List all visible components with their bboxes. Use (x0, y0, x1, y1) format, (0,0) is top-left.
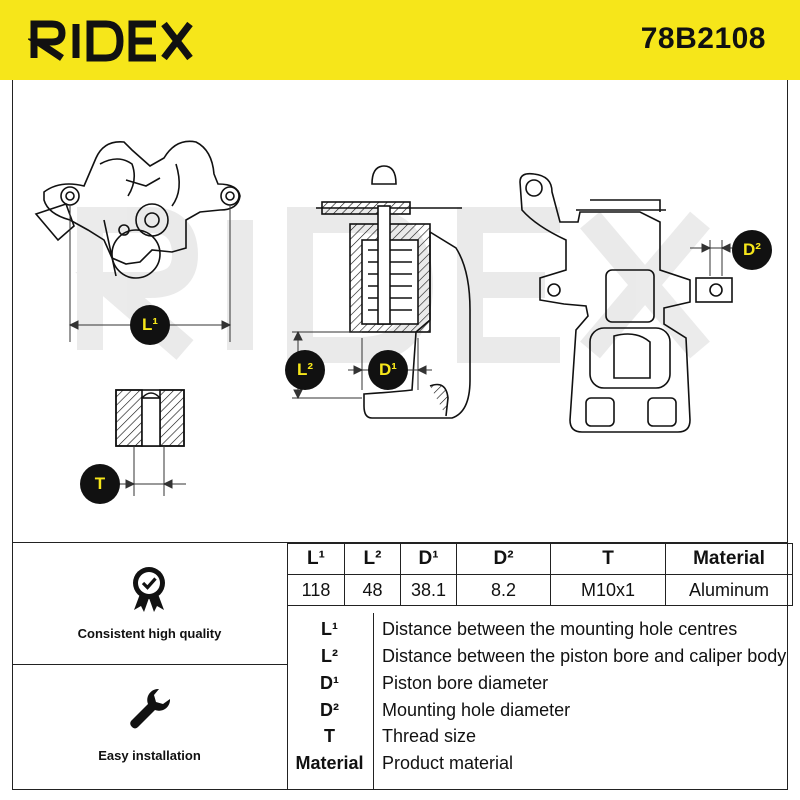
caliper-rear-view (519, 172, 733, 433)
ridex-logo (28, 20, 193, 62)
legend-desc: Thread size (382, 726, 477, 746)
spec-value: 48 (344, 574, 401, 606)
legend-desc: Product material (382, 753, 514, 773)
dimension-t (112, 446, 186, 496)
spec-value: 38.1 (400, 574, 457, 606)
frame-mid-vertical (287, 542, 288, 790)
legend-key: L² (321, 646, 338, 666)
feature-installation-label: Easy installation (98, 748, 201, 763)
frame-right (787, 542, 788, 790)
legend-separator (373, 613, 374, 789)
spec-value: 118 (287, 574, 345, 606)
legend-row: D² Mounting hole diameter (287, 700, 788, 726)
legend-key: D¹ (320, 673, 339, 693)
badge-t: T (80, 464, 120, 504)
feature-divider (12, 664, 287, 665)
quality-badge-icon (133, 567, 165, 612)
spec-header: L¹ (287, 543, 345, 575)
badge-l1: L¹ (130, 305, 170, 345)
spec-value: Aluminum (665, 574, 793, 606)
divider-bottom (12, 789, 788, 790)
frame-left (12, 542, 13, 790)
legend-row: D¹ Piston bore diameter (287, 673, 788, 699)
header-bar: 78B2108 (0, 0, 800, 80)
part-number: 78B2108 (640, 22, 766, 55)
wrench-icon (130, 688, 171, 729)
legend-desc: Distance between the mounting hole centr… (382, 619, 738, 639)
thread-block (115, 389, 185, 447)
legend-desc: Mounting hole diameter (382, 700, 571, 720)
spec-header: T (550, 543, 666, 575)
spec-header: D¹ (400, 543, 457, 575)
legend-key: Material (295, 753, 364, 773)
legend-row: L¹ Distance between the mounting hole ce… (287, 619, 788, 645)
feature-quality-label: Consistent high quality (77, 626, 222, 641)
spec-header: Material (665, 543, 793, 575)
legend-row: T Thread size (287, 726, 788, 752)
legend-key: L¹ (321, 619, 338, 639)
legend: L¹ Distance between the mounting hole ce… (287, 613, 788, 789)
spec-value: 8.2 (456, 574, 551, 606)
spec-header: L² (344, 543, 401, 575)
legend-desc: Distance between the piston bore and cal… (382, 646, 787, 666)
legend-row: L² Distance between the piston bore and … (287, 646, 788, 672)
spec-header-row: L¹ L² D¹ D² T Material (287, 543, 793, 575)
badge-d1: D¹ (368, 350, 408, 390)
legend-row: Material Product material (287, 753, 788, 779)
divider-top (12, 542, 788, 543)
badge-l2: L² (285, 350, 325, 390)
spec-header: D² (456, 543, 551, 575)
dimension-d2 (690, 240, 740, 276)
legend-key: T (324, 726, 335, 746)
spec-table: L¹ L² D¹ D² T Material 118 48 38.1 8.2 M… (287, 543, 793, 606)
caliper-section-view (316, 165, 471, 419)
drawing-frame (12, 80, 788, 542)
badge-d2: D² (732, 230, 772, 270)
legend-key: D² (320, 700, 339, 720)
legend-desc: Piston bore diameter (382, 673, 549, 693)
spec-value-row: 118 48 38.1 8.2 M10x1 Aluminum (287, 574, 793, 606)
spec-value: M10x1 (550, 574, 666, 606)
technical-drawing (34, 140, 740, 496)
